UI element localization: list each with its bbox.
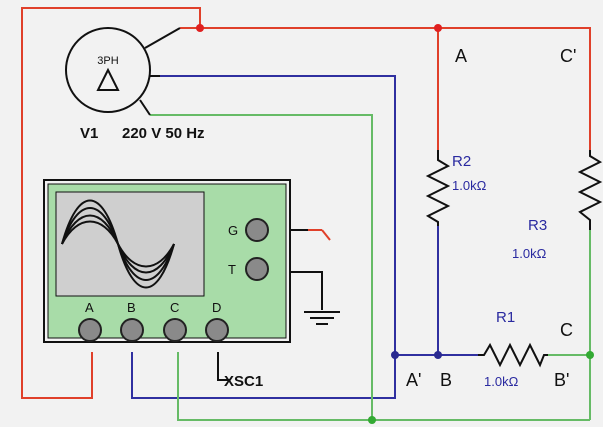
scope-label-t: T [228,262,236,277]
r1-name: R1 [496,309,515,326]
r1-value: 1.0kΩ [484,374,519,389]
r3-value: 1.0kΩ [512,246,547,261]
scope-label-channel-c: C [170,300,179,315]
junction-node-a[interactable] [434,24,442,32]
scope-channel-d-terminal[interactable] [205,318,229,342]
scope-channel-c-terminal[interactable] [163,318,187,342]
node-label-a: A [455,46,467,66]
scope-label-channel-a: A [85,300,94,315]
junction-node-c[interactable] [586,351,594,359]
resistor-r1[interactable] [478,342,548,368]
source-rating: 220 V 50 Hz [122,125,205,142]
node-label-c-prime: C' [560,46,576,66]
r2-value: 1.0kΩ [452,178,487,193]
delta-icon [96,67,120,91]
r3-name: R3 [528,217,547,234]
wire-scope-g-tail[interactable] [321,229,331,241]
junction-green-bottom[interactable] [368,416,376,424]
scope-label-g: G [228,223,238,238]
resistor-r2[interactable] [425,150,451,226]
scope-trigger-terminal[interactable] [245,257,269,281]
resistor-r3[interactable] [577,150,603,230]
node-label-a-prime: A' [406,370,421,390]
waveform-display [61,199,175,289]
node-label-c: C [560,320,573,340]
scope-channel-a-terminal[interactable] [78,318,102,342]
junction-node-b[interactable] [434,351,442,359]
node-label-b: B [440,370,452,390]
scope-ground-terminal[interactable] [245,218,269,242]
source-symbol-text: 3PH [97,55,118,67]
scope-name: XSC1 [224,373,263,390]
scope-label-channel-d: D [212,300,221,315]
junction-node-a-prime[interactable] [391,351,399,359]
node-label-b-prime: B' [554,370,569,390]
junction-phase-a-top[interactable] [196,24,204,32]
scope-channel-b-terminal[interactable] [120,318,144,342]
scope-screen [55,191,205,297]
source-name: V1 [80,125,98,142]
ground-symbol [304,311,340,325]
r2-name: R2 [452,153,471,170]
oscilloscope[interactable] [43,179,291,343]
scope-label-channel-b: B [127,300,136,315]
three-phase-source[interactable] [65,27,181,116]
